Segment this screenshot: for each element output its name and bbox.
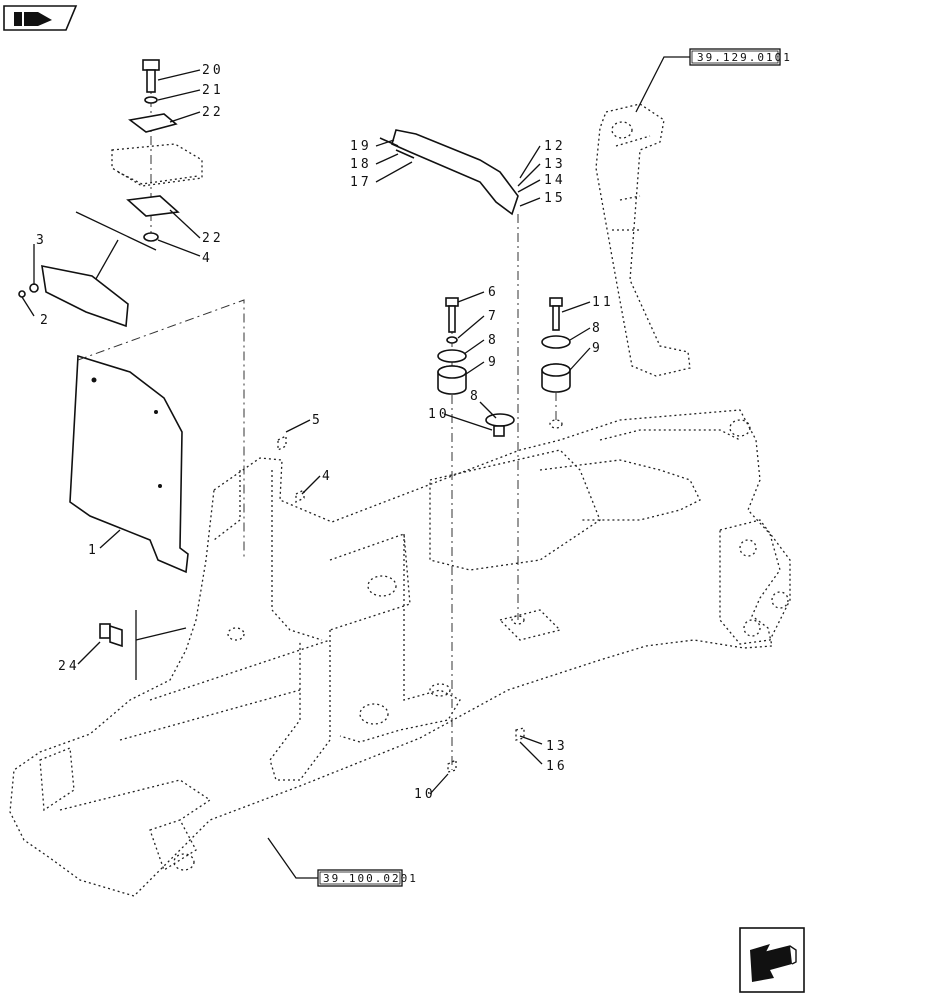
callout-1[interactable]: 1 [88,543,99,558]
callout-6[interactable]: 6 [488,285,499,300]
callout-22-top[interactable]: 22 [202,105,224,120]
callout-3[interactable]: 3 [36,233,47,248]
reference-label-upper: 39.129.0101 [697,51,792,64]
callout-numbers: 20 21 22 22 4 3 2 19 18 17 12 13 14 15 6… [36,63,614,802]
callout-9-left[interactable]: 9 [488,355,499,370]
callout-19[interactable]: 19 [350,139,372,154]
callout-8-right[interactable]: 8 [592,321,603,336]
callout-10-upper[interactable]: 10 [428,407,450,422]
book-navigation-icon[interactable] [3,5,78,31]
callout-21[interactable]: 21 [202,83,224,98]
callout-4-lower[interactable]: 4 [322,469,333,484]
callout-10-lower[interactable]: 10 [414,787,436,802]
mount-stack-right [541,297,571,420]
callout-20[interactable]: 20 [202,63,224,78]
panel-1 [69,299,245,574]
side-bracket [18,244,129,328]
reference-label-lower: 39.100.0201 [323,872,418,885]
navigate-arrow-icon[interactable] [739,927,805,993]
callout-11[interactable]: 11 [592,295,614,310]
callout-24[interactable]: 24 [58,659,80,674]
chassis-frame [9,409,791,897]
callout-12[interactable]: 12 [544,139,566,154]
upper-fastener-stack [75,59,203,301]
callout-22-bottom[interactable]: 22 [202,231,224,246]
callout-7[interactable]: 7 [488,309,499,324]
callout-18[interactable]: 18 [350,157,372,172]
callout-5[interactable]: 5 [312,413,323,428]
callout-14[interactable]: 14 [544,173,566,188]
callout-leaders [77,69,591,795]
callout-8-left[interactable]: 8 [488,333,499,348]
callout-4-top[interactable]: 4 [202,251,213,266]
bolt-20 [142,59,160,93]
callout-13-top[interactable]: 13 [544,157,566,172]
mount-stack-left [437,297,515,770]
callout-8-lower[interactable]: 8 [470,389,481,404]
callout-17[interactable]: 17 [350,175,372,190]
clamp-22-bottom [126,195,180,217]
reference-39-129-0101[interactable]: 39.129.0101 [635,48,792,113]
callout-15[interactable]: 15 [544,191,566,206]
callout-2[interactable]: 2 [40,313,51,328]
fitting-24 [99,610,187,680]
mount-bar [379,129,519,620]
nut-4 [143,232,159,242]
loader-arm [595,103,691,377]
reference-39-100-0201[interactable]: 39.100.0201 [267,837,418,887]
clamp-22-top [128,113,178,133]
callout-16[interactable]: 16 [546,759,568,774]
callout-9-right[interactable]: 9 [592,341,603,356]
washer-21 [144,96,158,104]
callout-13-lower[interactable]: 13 [546,739,568,754]
